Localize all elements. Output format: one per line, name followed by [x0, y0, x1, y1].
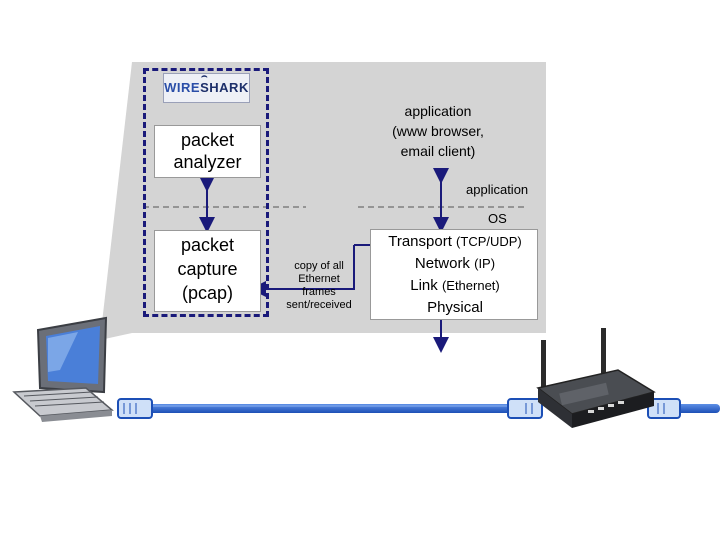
computer-icon — [12, 316, 114, 422]
packet-capture-line: capture — [177, 259, 238, 279]
wireshark-fin-icon: ⌢ — [201, 71, 209, 82]
rj45-plug-icon — [117, 398, 153, 419]
copy-note-line: frames — [302, 286, 336, 298]
packet-capture-line: (pcap) — [181, 283, 234, 303]
rj45-plug-icon — [647, 398, 681, 419]
copy-note-line: copy of all — [294, 260, 344, 272]
packet-analyzer-line: analyzer — [173, 152, 242, 172]
copy-arrow — [250, 245, 355, 297]
stack-layer-protocol: (Ethernet) — [441, 278, 500, 293]
copy-note: copy of all Ethernet frames sent/receive… — [276, 260, 362, 312]
analyzer-group — [143, 68, 269, 317]
stack-layer-name: Link — [410, 277, 438, 294]
stack-layer-name: Physical — [427, 299, 483, 316]
os-layer-label: OS — [488, 211, 507, 226]
protocol-stack: Transport (TCP/UDP) Network (IP) Link (E… — [370, 229, 538, 320]
application-line: email client) — [400, 143, 476, 159]
packet-analyzer-box: packet analyzer — [154, 125, 261, 178]
router-icon — [536, 328, 656, 428]
application-description: application (www browser, email client) — [378, 101, 498, 161]
application-line: application — [404, 103, 472, 119]
application-layer-label: application — [466, 182, 529, 197]
stack-layer-network: Network (IP) — [371, 255, 539, 272]
callout-wedge — [100, 62, 132, 340]
stack-layer-transport: Transport (TCP/UDP) — [371, 233, 539, 250]
wireshark-logo: WIRESHARK ⌢ — [163, 71, 250, 103]
logo-prefix: WIRE — [164, 80, 201, 95]
copy-note-line: sent/received — [286, 299, 352, 311]
stack-layer-name: Network — [414, 255, 470, 272]
packet-analyzer-line: packet — [180, 130, 235, 150]
packet-capture-line: packet — [180, 235, 235, 255]
copy-note-line: Ethernet — [298, 273, 340, 285]
stack-layer-name: Transport — [388, 233, 452, 250]
rj45-plug-icon — [507, 398, 543, 419]
stack-layer-link: Link (Ethernet) — [371, 277, 539, 294]
application-line: (www browser, — [392, 123, 484, 139]
stack-layer-physical: Physical — [371, 299, 539, 316]
logo-suffix: SHARK — [200, 80, 249, 95]
stack-layer-protocol: (IP) — [474, 256, 496, 271]
packet-capture-box: packet capture (pcap) — [154, 230, 261, 312]
ethernet-cable-icon — [148, 404, 720, 413]
stack-layer-protocol: (TCP/UDP) — [456, 234, 522, 249]
